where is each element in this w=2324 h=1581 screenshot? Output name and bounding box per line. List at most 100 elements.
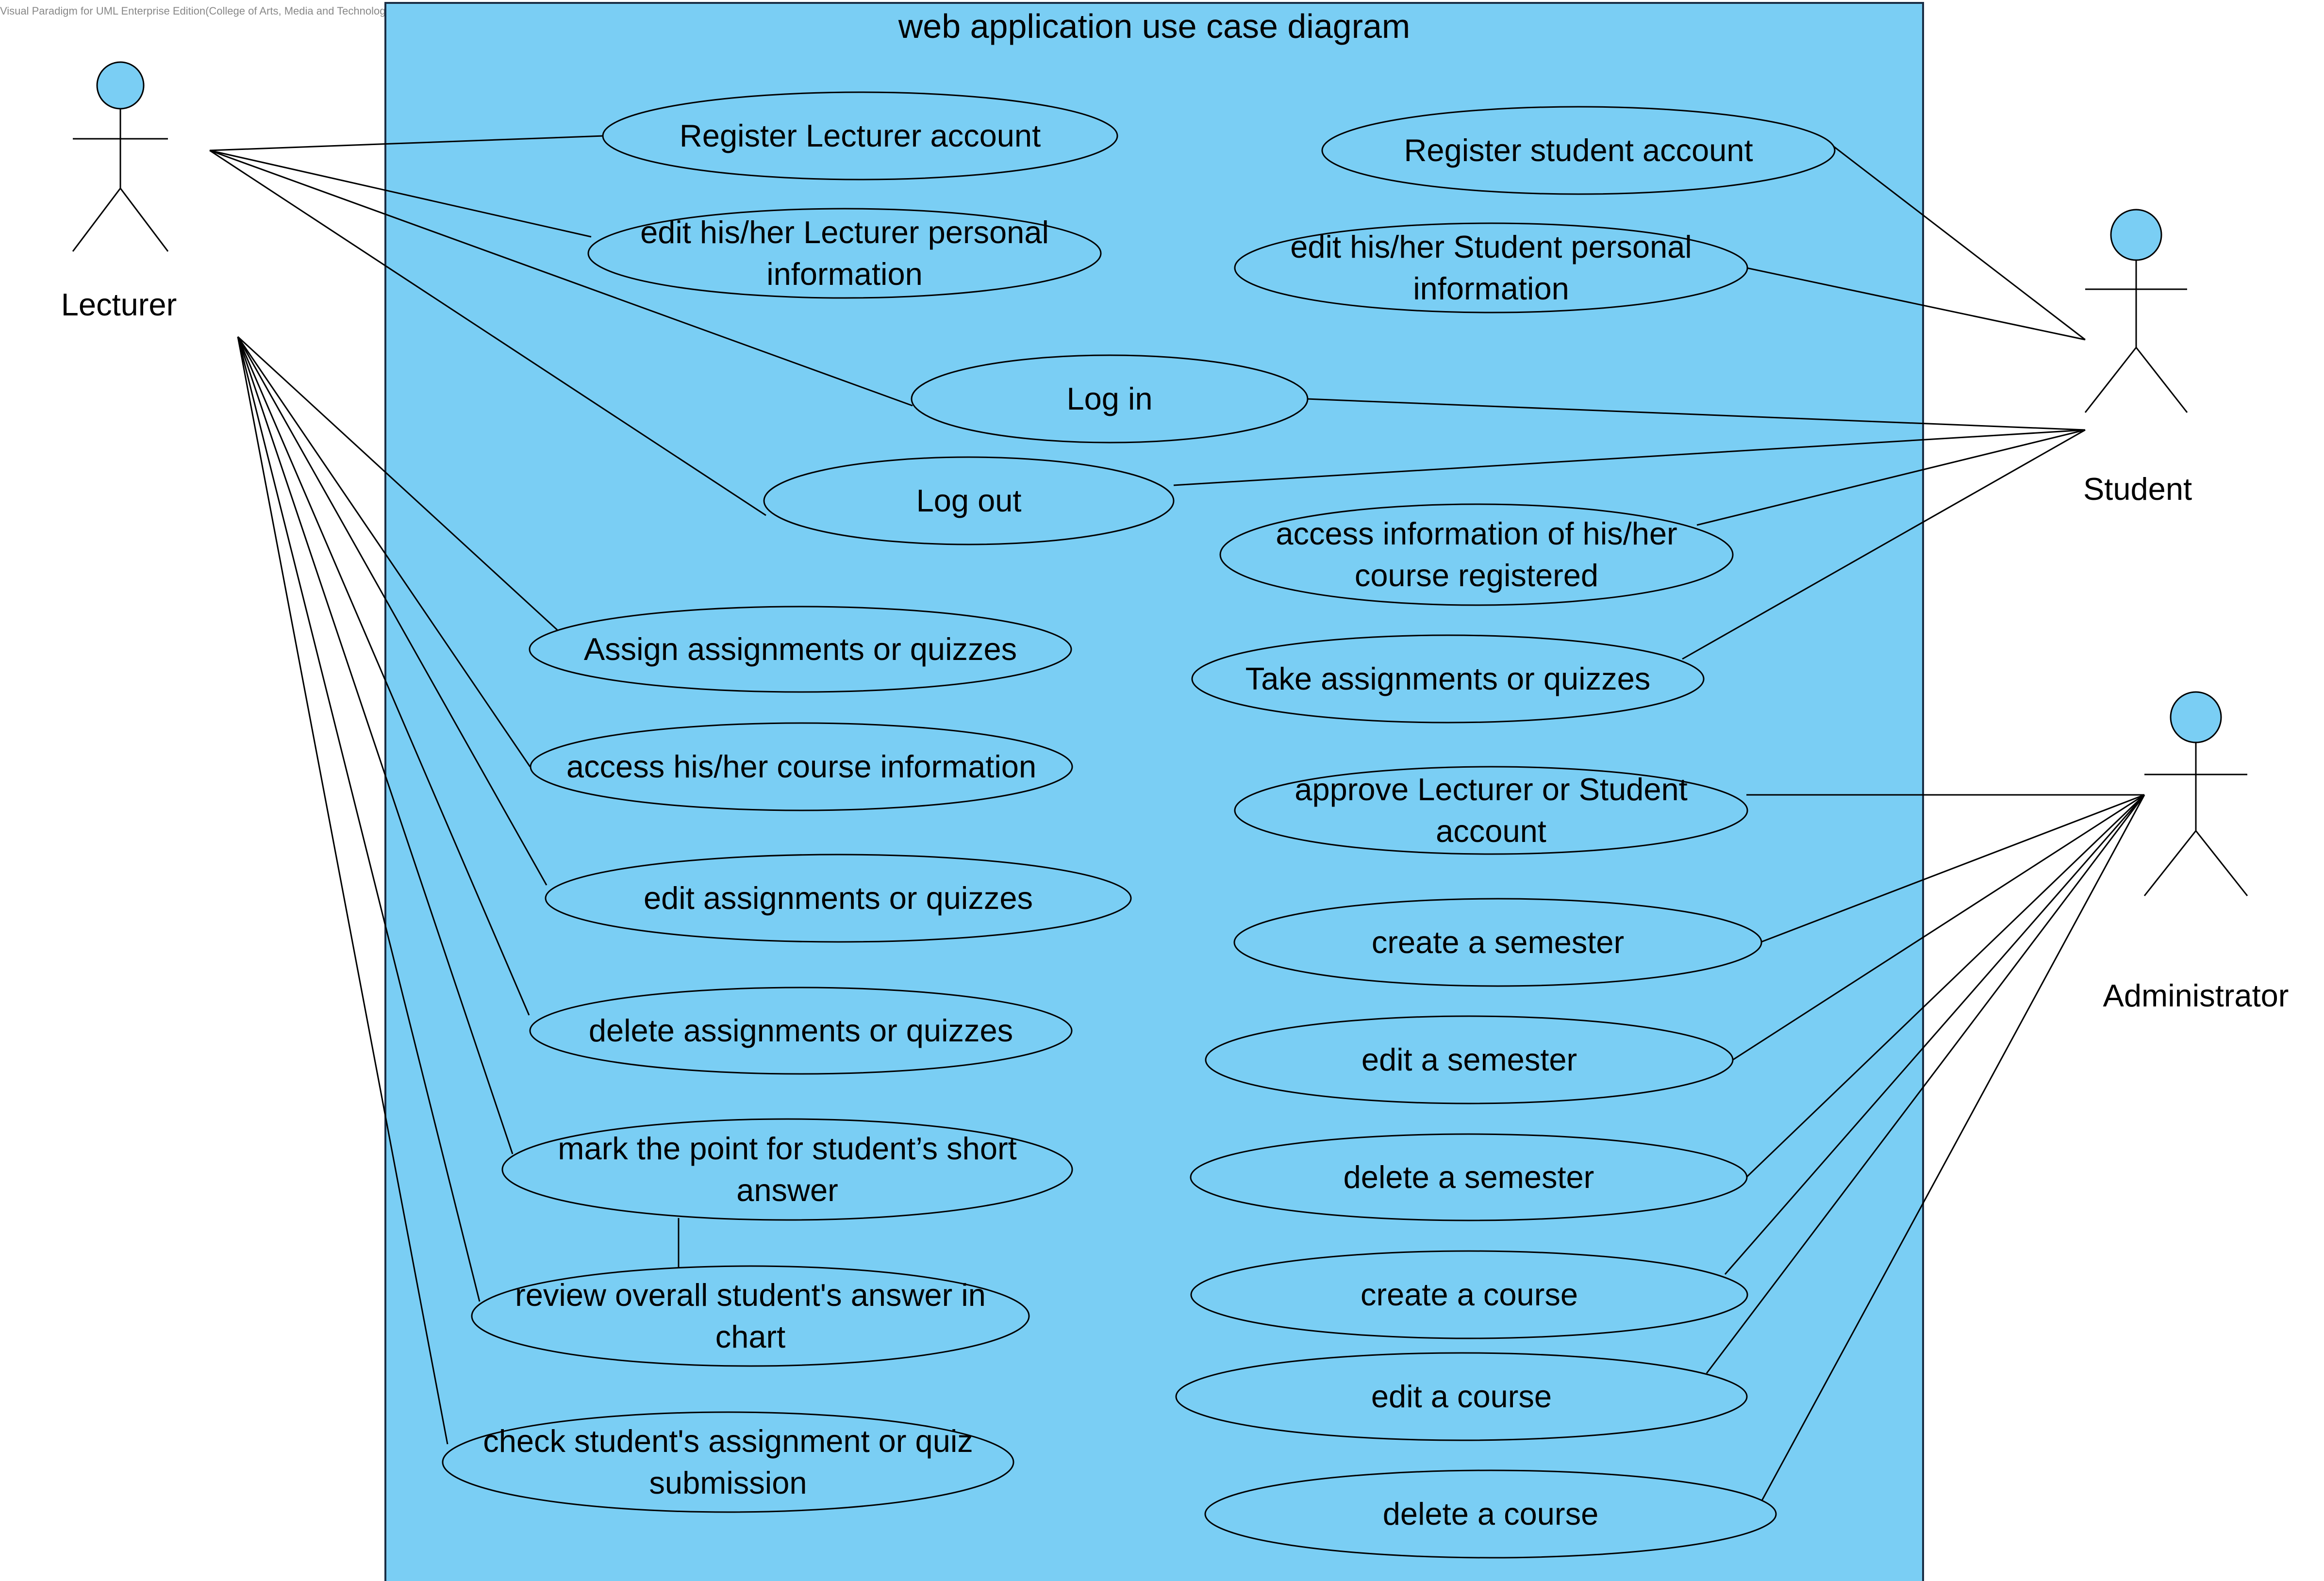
lecturer-head bbox=[96, 61, 145, 110]
student-actor[interactable]: Student bbox=[2083, 209, 2192, 507]
use-case-ellipse bbox=[529, 987, 1073, 1075]
administrator-right-leg bbox=[2195, 830, 2248, 896]
use-case-label: delete assignments or quizzes bbox=[589, 1013, 1013, 1048]
use-case-access-course[interactable]: access his/her course information bbox=[530, 722, 1073, 811]
use-case-label: edit his/her Student personal bbox=[1290, 229, 1692, 264]
use-case-label: mark the point for student’s short bbox=[558, 1131, 1016, 1166]
use-case-label: access information of his/her bbox=[1276, 516, 1677, 551]
use-case-log-out[interactable]: Log out bbox=[763, 456, 1175, 545]
association-line bbox=[237, 336, 530, 1016]
use-case-ellipse bbox=[1233, 898, 1762, 987]
lecturer-label: Lecturer bbox=[61, 287, 177, 322]
association-line bbox=[1706, 794, 2145, 1374]
association-line bbox=[1732, 794, 2145, 1061]
use-case-check-submission[interactable]: check student's assignment or quiz submis… bbox=[442, 1411, 1014, 1513]
use-case-ellipse bbox=[1190, 1250, 1748, 1339]
use-case-label: edit his/her Lecturer personal bbox=[640, 214, 1049, 250]
use-case-label: Log in bbox=[1066, 381, 1152, 416]
use-case-ellipse bbox=[587, 208, 1102, 299]
use-case-ellipse bbox=[442, 1411, 1014, 1513]
use-cases: Register Lecturer account edit his/her Le… bbox=[442, 91, 1836, 1559]
administrator-actor[interactable]: Administrator bbox=[2103, 691, 2289, 1013]
use-case-delete-assign[interactable]: delete assignments or quizzes bbox=[529, 987, 1073, 1075]
lecturer-actor[interactable]: Lecturer bbox=[61, 61, 177, 322]
use-case-ellipse bbox=[911, 354, 1309, 444]
use-case-log-in[interactable]: Log in bbox=[911, 354, 1309, 444]
use-case-create-semester[interactable]: create a semester bbox=[1233, 898, 1762, 987]
association-line bbox=[1682, 429, 2086, 660]
association-line bbox=[1724, 794, 2145, 1275]
use-case-register-lecturer[interactable]: Register Lecturer account bbox=[602, 91, 1118, 181]
association-line bbox=[1746, 267, 2086, 341]
use-case-edit-semester[interactable]: edit a semester bbox=[1205, 1015, 1734, 1104]
use-case-access-registered[interactable]: access information of his/her course regi… bbox=[1219, 503, 1734, 606]
association-line bbox=[209, 149, 766, 516]
use-case-ellipse bbox=[763, 456, 1175, 545]
association-line bbox=[237, 336, 531, 767]
association-line bbox=[209, 149, 913, 407]
use-case-label: Assign assignments or quizzes bbox=[584, 631, 1017, 667]
use-case-ellipse bbox=[501, 1118, 1073, 1221]
administrator-left-leg bbox=[2143, 830, 2197, 896]
use-case-label: information bbox=[766, 256, 923, 292]
use-case-label: account bbox=[1436, 813, 1546, 849]
use-case-approve-account[interactable]: approve Lecturer or Student account bbox=[1234, 766, 1748, 855]
lecturer-right-leg bbox=[119, 188, 169, 252]
use-case-label: Register Lecturer account bbox=[680, 118, 1041, 153]
use-case-delete-course[interactable]: delete a course bbox=[1204, 1469, 1777, 1559]
association-line bbox=[1761, 794, 2145, 1501]
administrator-head bbox=[2170, 691, 2222, 743]
use-case-ellipse bbox=[1190, 1133, 1748, 1221]
use-case-label: Register student account bbox=[1404, 132, 1753, 168]
use-case-ellipse bbox=[1321, 106, 1836, 195]
use-case-take-assign[interactable]: Take assignments or quizzes bbox=[1191, 634, 1705, 724]
use-case-label: check student's assignment or quiz bbox=[483, 1423, 973, 1459]
use-case-label: delete a semester bbox=[1344, 1159, 1594, 1195]
use-case-ellipse bbox=[1204, 1469, 1777, 1559]
use-case-ellipse bbox=[530, 722, 1073, 811]
association-line bbox=[237, 336, 548, 886]
association-line bbox=[1173, 429, 2086, 486]
use-case-ellipse bbox=[1234, 222, 1748, 313]
association-line bbox=[1696, 429, 2086, 526]
association-line bbox=[1306, 398, 2086, 431]
use-case-label: approve Lecturer or Student bbox=[1295, 772, 1687, 807]
use-case-label: create a semester bbox=[1372, 924, 1624, 960]
use-case-register-student[interactable]: Register student account bbox=[1321, 106, 1836, 195]
use-case-assign[interactable]: Assign assignments or quizzes bbox=[529, 606, 1072, 693]
use-case-ellipse bbox=[602, 91, 1118, 181]
use-case-edit-lecturer-info[interactable]: edit his/her Lecturer personal informatio… bbox=[587, 208, 1102, 299]
student-head bbox=[2110, 209, 2162, 261]
use-case-label: edit a semester bbox=[1361, 1042, 1577, 1077]
use-case-label: create a course bbox=[1361, 1277, 1578, 1312]
use-case-label: submission bbox=[649, 1465, 807, 1500]
use-case-ellipse bbox=[545, 854, 1132, 943]
association-line bbox=[237, 336, 481, 1302]
diagram-title: web application use case diagram bbox=[898, 7, 1411, 45]
use-case-delete-semester[interactable]: delete a semester bbox=[1190, 1133, 1748, 1221]
association-line bbox=[237, 336, 448, 1445]
use-case-label: review overall student's answer in bbox=[515, 1277, 986, 1313]
association-line bbox=[209, 149, 592, 238]
use-case-label: course registered bbox=[1355, 558, 1598, 593]
student-left-leg bbox=[2084, 347, 2137, 413]
watermark-text: Visual Paradigm for UML Enterprise Editi… bbox=[0, 5, 395, 17]
use-case-label: Log out bbox=[916, 483, 1022, 518]
use-case-edit-course[interactable]: edit a course bbox=[1175, 1352, 1748, 1441]
use-case-label: access his/her course information bbox=[566, 749, 1036, 784]
use-case-create-course[interactable]: create a course bbox=[1190, 1250, 1748, 1339]
association-line bbox=[1745, 794, 2145, 1178]
use-case-label: edit assignments or quizzes bbox=[644, 880, 1033, 916]
use-case-ellipse bbox=[1205, 1015, 1734, 1104]
administrator-label: Administrator bbox=[2103, 978, 2289, 1013]
use-case-ellipse bbox=[529, 606, 1072, 693]
use-case-edit-assign[interactable]: edit assignments or quizzes bbox=[545, 854, 1132, 943]
association-lines bbox=[209, 135, 2145, 1501]
use-case-ellipse bbox=[1234, 766, 1748, 855]
association-line bbox=[237, 336, 558, 631]
association-line bbox=[237, 336, 514, 1154]
